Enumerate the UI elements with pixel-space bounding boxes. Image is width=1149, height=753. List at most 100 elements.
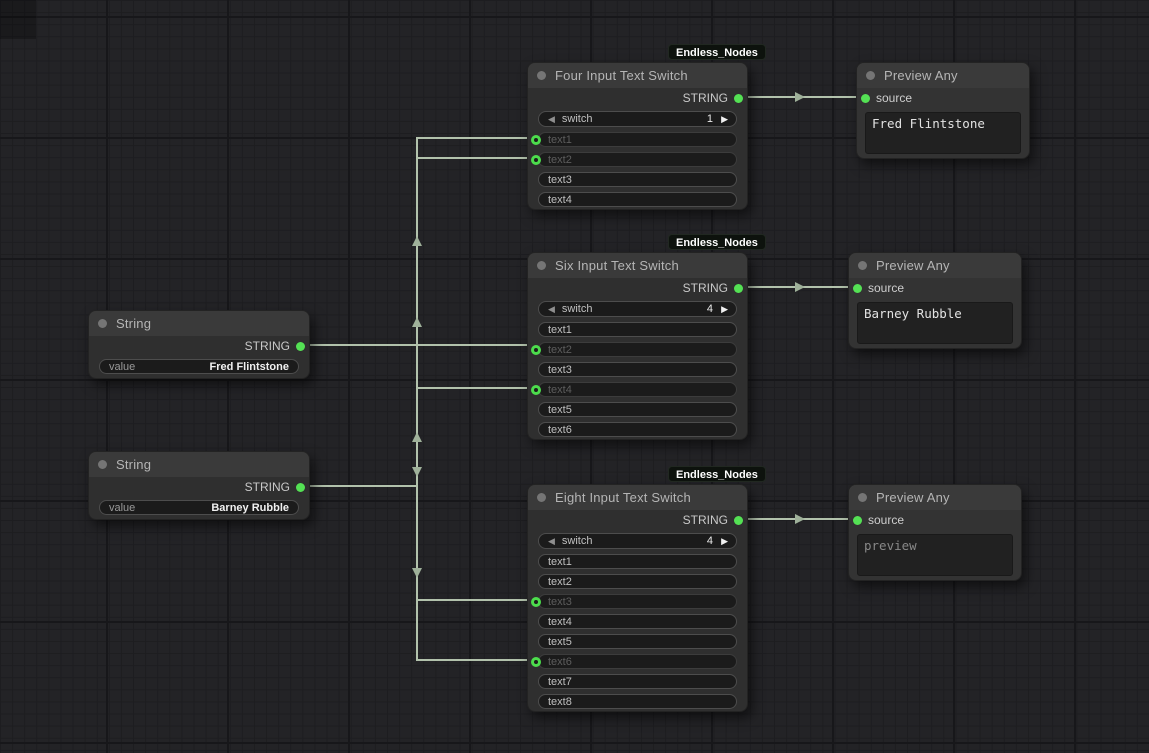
node-title: String — [116, 316, 152, 331]
output-label: STRING — [244, 480, 290, 494]
input-port[interactable] — [853, 283, 862, 293]
collapse-dot-icon[interactable] — [537, 493, 546, 502]
switch-label: switch — [561, 113, 593, 125]
input-port[interactable] — [531, 596, 541, 607]
switch-next-icon[interactable]: ▶ — [721, 303, 728, 314]
input-row-text2[interactable]: text2 — [538, 574, 737, 589]
input-row-text5[interactable]: text5 — [538, 402, 737, 417]
input-label: text1 — [548, 133, 572, 146]
input-label: text6 — [548, 423, 572, 436]
input-row-text3[interactable]: text3 — [538, 362, 737, 377]
node-title: Preview Any — [876, 258, 950, 273]
input-port[interactable] — [531, 384, 541, 395]
switch-prev-icon[interactable]: ◀ — [548, 113, 555, 124]
switch-next-icon[interactable]: ▶ — [721, 113, 728, 124]
switch-next-icon[interactable]: ▶ — [721, 535, 728, 546]
output-port[interactable] — [296, 341, 305, 351]
input-row-text2[interactable]: text2 — [531, 152, 737, 167]
input-row-text5[interactable]: text5 — [538, 634, 737, 649]
node-title-bar[interactable]: Six Input Text Switch — [528, 253, 747, 278]
switch-widget[interactable]: ◀ switch 1 ▶ — [538, 111, 737, 127]
input-row-text2[interactable]: text2 — [531, 342, 737, 357]
input-row-text1[interactable]: text1 — [538, 554, 737, 569]
node-title-bar[interactable]: String — [89, 452, 309, 477]
switch-widget[interactable]: ◀ switch 4 ▶ — [538, 533, 737, 549]
output-port[interactable] — [734, 93, 743, 103]
input-port[interactable] — [853, 515, 862, 525]
node-title-bar[interactable]: String — [89, 311, 309, 336]
widget-value: Barney Rubble — [211, 501, 289, 514]
node-title-bar[interactable]: Four Input Text Switch — [528, 63, 747, 88]
output-label: STRING — [244, 339, 290, 353]
node-title-bar[interactable]: Preview Any — [849, 485, 1021, 510]
node-title-bar[interactable]: Eight Input Text Switch — [528, 485, 747, 510]
collapse-dot-icon[interactable] — [858, 493, 867, 502]
collapse-dot-icon[interactable] — [537, 261, 546, 270]
input-row-text1[interactable]: text1 — [538, 322, 737, 337]
node-six-input-text-switch[interactable]: Six Input Text Switch STRING ◀ switch 4 … — [527, 252, 748, 440]
input-row-text3[interactable]: text3 — [538, 172, 737, 187]
node-title: Preview Any — [884, 68, 958, 83]
collapse-dot-icon[interactable] — [866, 71, 875, 80]
wire-fred-to-four-text1 — [416, 137, 535, 345]
input-label: text2 — [548, 575, 572, 588]
input-row-text6[interactable]: text6 — [531, 654, 737, 669]
value-widget[interactable]: value Fred Flintstone — [99, 359, 299, 374]
input-row-text7[interactable]: text7 — [538, 674, 737, 689]
output-port[interactable] — [296, 482, 305, 492]
input-port[interactable] — [531, 154, 541, 165]
output-label: STRING — [682, 281, 728, 295]
input-port[interactable] — [531, 134, 541, 145]
node-title: Eight Input Text Switch — [555, 490, 691, 505]
output-label: STRING — [682, 513, 728, 527]
switch-widget[interactable]: ◀ switch 4 ▶ — [538, 301, 737, 317]
switch-prev-icon[interactable]: ◀ — [548, 303, 555, 314]
input-row-text8[interactable]: text8 — [538, 694, 737, 709]
input-port[interactable] — [531, 344, 541, 355]
node-eight-input-text-switch[interactable]: Eight Input Text Switch STRING ◀ switch … — [527, 484, 748, 712]
widget-label: value — [109, 360, 136, 373]
node-title: Six Input Text Switch — [555, 258, 679, 273]
input-row-text1[interactable]: text1 — [531, 132, 737, 147]
input-row-text4[interactable]: text4 — [538, 614, 737, 629]
input-row-text4[interactable]: text4 — [531, 382, 737, 397]
wire-barney-to-four-text2 — [416, 157, 535, 486]
node-title-bar[interactable]: Preview Any — [857, 63, 1029, 88]
node-preview-any-3[interactable]: Preview Any source preview — [848, 484, 1022, 581]
input-row-source: source — [857, 88, 1029, 108]
collapse-dot-icon[interactable] — [858, 261, 867, 270]
node-title-bar[interactable]: Preview Any — [849, 253, 1021, 278]
flow-arrow-down-icon — [412, 467, 422, 477]
input-row-text6[interactable]: text6 — [538, 422, 737, 437]
preview-textarea[interactable]: preview — [857, 534, 1013, 576]
input-label: text8 — [548, 695, 572, 708]
preview-textarea[interactable]: Fred Flintstone — [865, 112, 1021, 154]
flow-arrow-up-icon — [412, 236, 422, 246]
flow-arrow-up-icon — [412, 432, 422, 442]
collapse-dot-icon[interactable] — [98, 460, 107, 469]
node-string-2[interactable]: String STRING value Barney Rubble — [88, 451, 310, 520]
endless-nodes-badge: Endless_Nodes — [668, 44, 766, 60]
output-port[interactable] — [734, 515, 743, 525]
node-preview-any-1[interactable]: Preview Any source Fred Flintstone — [856, 62, 1030, 159]
node-preview-any-2[interactable]: Preview Any source Barney Rubble — [848, 252, 1022, 349]
node-four-input-text-switch[interactable]: Four Input Text Switch STRING ◀ switch 1… — [527, 62, 748, 210]
endless-nodes-badge: Endless_Nodes — [668, 234, 766, 250]
input-port[interactable] — [861, 93, 870, 103]
wire-fred-to-eight-text3 — [416, 345, 535, 601]
flow-arrow-right-icon — [795, 92, 805, 102]
output-port[interactable] — [734, 283, 743, 293]
node-string-1[interactable]: String STRING value Fred Flintstone — [88, 310, 310, 379]
output-row: STRING — [528, 88, 747, 108]
node-title: Four Input Text Switch — [555, 68, 688, 83]
switch-label: switch — [561, 303, 593, 315]
input-row-text3[interactable]: text3 — [531, 594, 737, 609]
collapse-dot-icon[interactable] — [98, 319, 107, 328]
value-widget[interactable]: value Barney Rubble — [99, 500, 299, 515]
switch-prev-icon[interactable]: ◀ — [548, 535, 555, 546]
collapse-dot-icon[interactable] — [537, 71, 546, 80]
input-port[interactable] — [531, 656, 541, 667]
preview-textarea[interactable]: Barney Rubble — [857, 302, 1013, 344]
input-row-text4[interactable]: text4 — [538, 192, 737, 207]
